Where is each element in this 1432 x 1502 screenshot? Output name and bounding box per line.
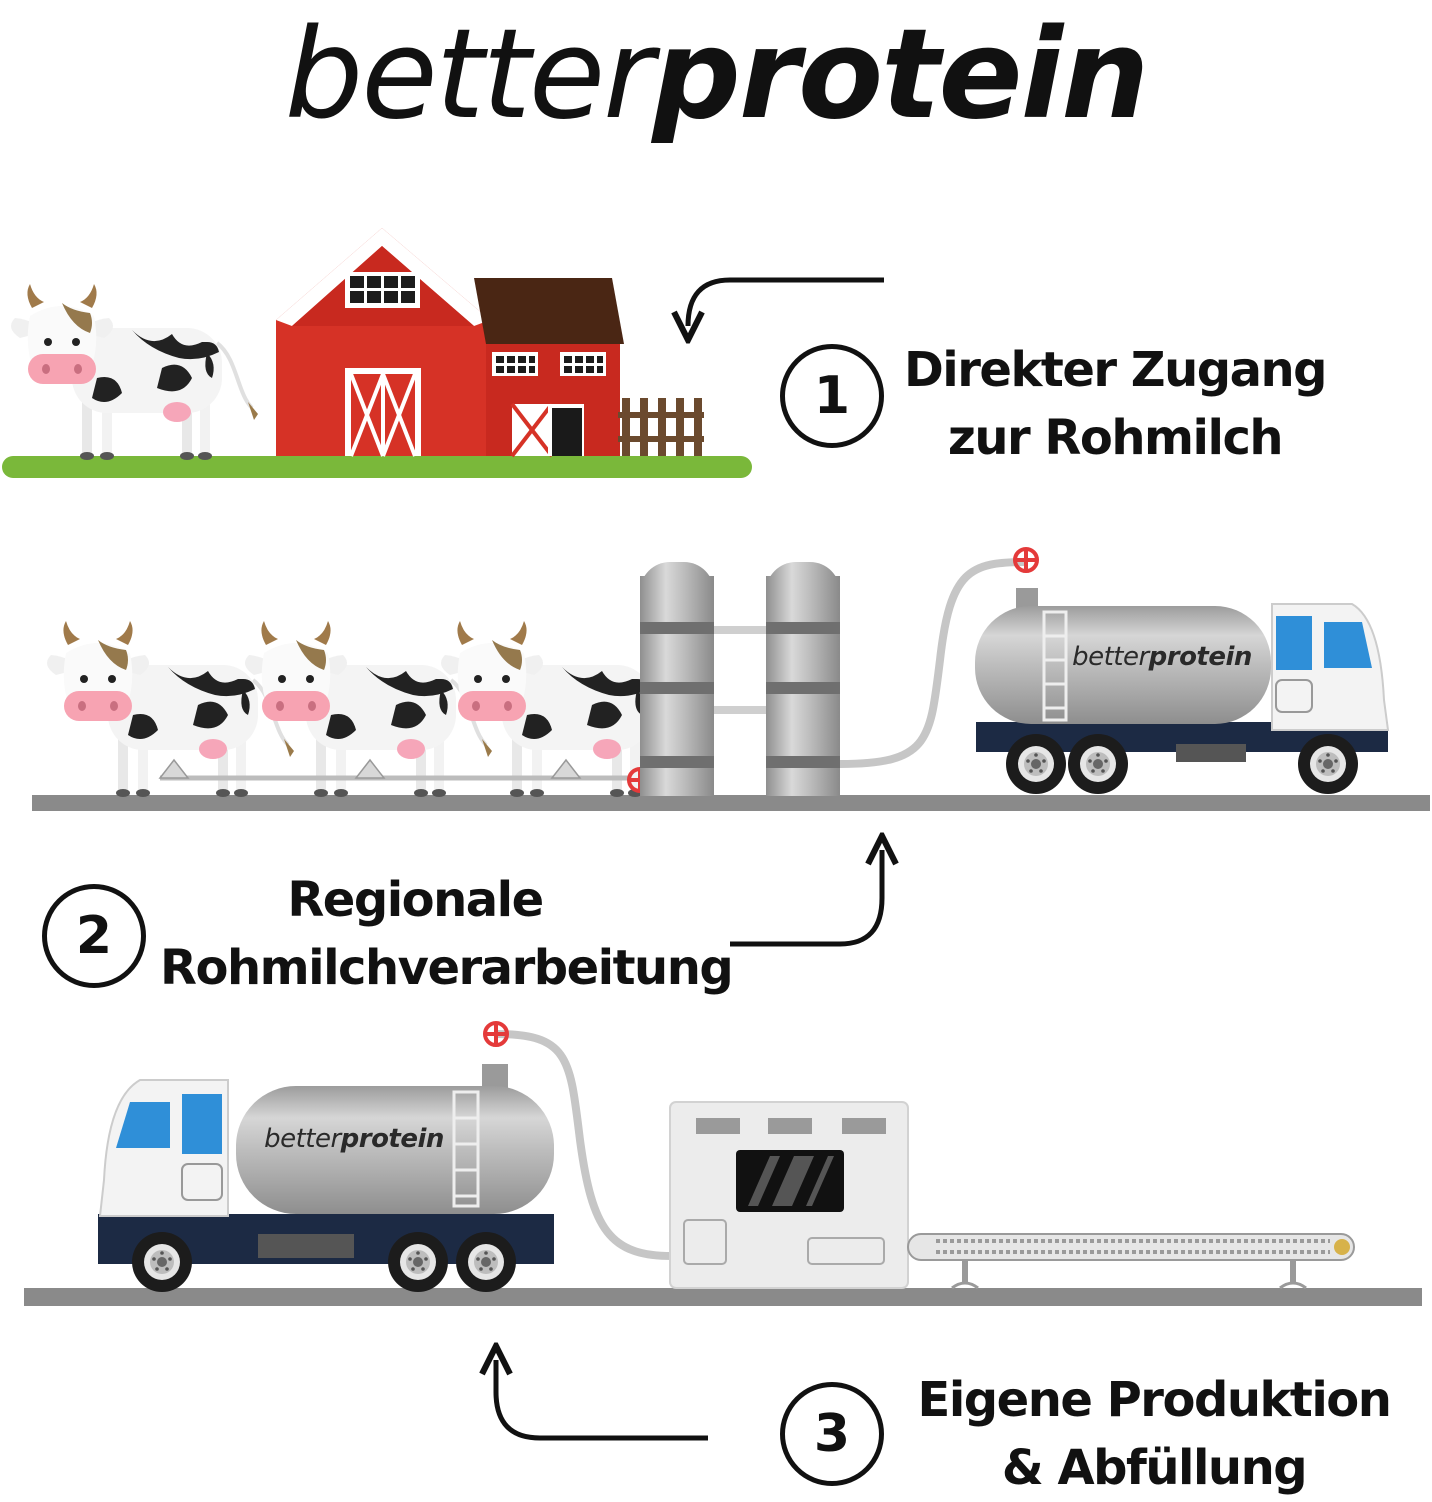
grass-strip <box>2 456 752 478</box>
step-label-line: & Abfüllung <box>1001 1440 1308 1496</box>
step-label-line: Regionale <box>287 872 544 928</box>
ground-line-3 <box>24 1288 1422 1306</box>
tanker-truck-icon <box>975 588 1390 794</box>
brand-logo: betterprotein <box>0 0 1432 150</box>
production-scene <box>24 1021 1422 1306</box>
step-number-circle: 1 <box>780 344 884 448</box>
production-machine-icon <box>669 1101 909 1289</box>
processing-scene <box>32 547 1430 811</box>
silo-icon <box>766 562 840 796</box>
step-3-label: Eigene Produktion & Abfüllung <box>916 1366 1392 1502</box>
truck-brand-bold: protein <box>1148 642 1253 672</box>
arrow-step1 <box>688 277 884 326</box>
step-number: 3 <box>813 1404 851 1464</box>
logo-text-bold: protein <box>652 3 1149 147</box>
truck-brand-label: betterprotein <box>1064 642 1260 672</box>
valve-icon <box>483 1021 509 1047</box>
fence-icon <box>618 398 704 456</box>
step-2-label: Regionale Rohmilchverarbeitung <box>160 866 734 1002</box>
truck-brand-light: better <box>264 1124 341 1154</box>
step-label-line: Direkter Zugang <box>903 342 1328 398</box>
step-number-circle: 3 <box>780 1382 884 1486</box>
farm-scene <box>2 228 752 478</box>
logo-text-light: better <box>284 3 655 147</box>
step-number: 2 <box>75 906 113 966</box>
arrow-step2 <box>730 850 882 947</box>
step-label-line: Rohmilchverarbeitung <box>160 940 734 996</box>
step-number-circle: 2 <box>42 884 146 988</box>
conveyor-icon <box>907 1233 1355 1290</box>
truck-brand-label: betterprotein <box>256 1124 452 1154</box>
tanker-truck-icon <box>98 1064 554 1292</box>
truck-brand-bold: protein <box>340 1124 445 1154</box>
cow-icon <box>9 282 260 462</box>
valve-icon <box>1013 547 1039 573</box>
ground-line-2 <box>32 795 1430 811</box>
truck-brand-light: better <box>1072 642 1149 672</box>
step-label-line: zur Rohmilch <box>947 410 1284 466</box>
step-label-line: Eigene Produktion <box>917 1372 1392 1428</box>
arrow-step3 <box>496 1360 708 1441</box>
silo-icon <box>640 562 714 796</box>
step-number: 1 <box>813 366 851 426</box>
barn-icon <box>276 228 624 458</box>
step-1-label: Direkter Zugang zur Rohmilch <box>900 336 1330 472</box>
